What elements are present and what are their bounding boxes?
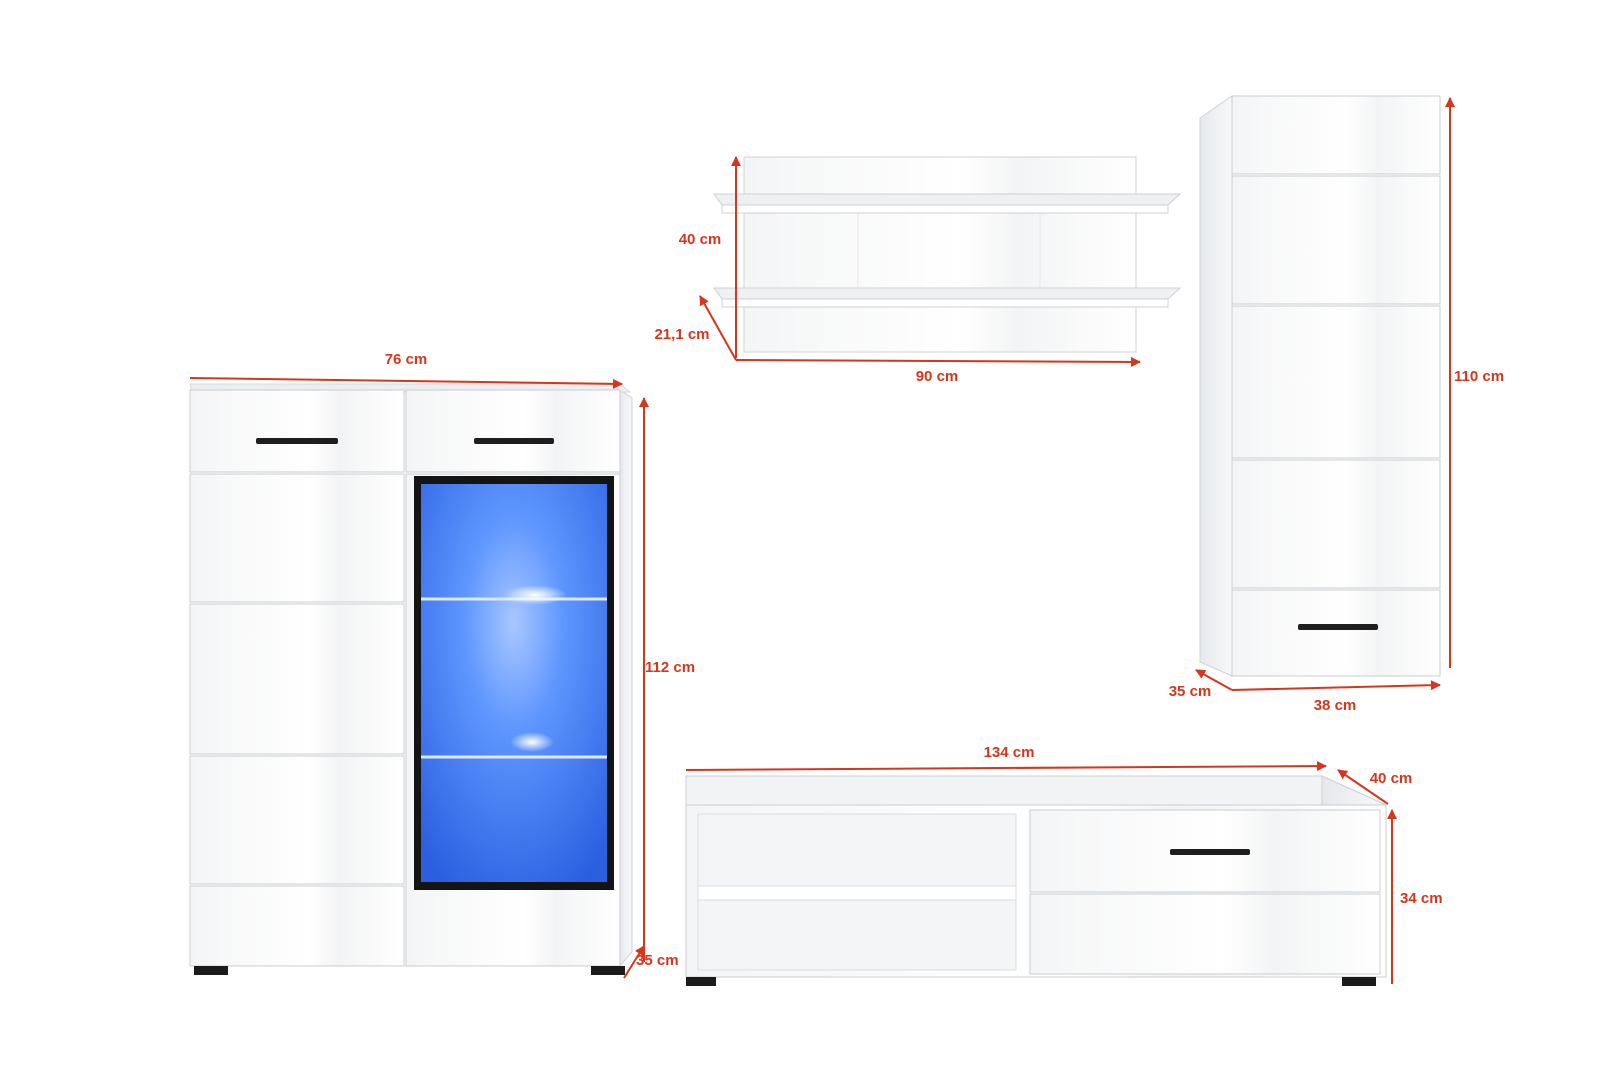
vitrine-left-door-2 xyxy=(189,603,405,755)
vitrine-cabinet xyxy=(189,383,633,975)
vitrine-height-label: 112 cm xyxy=(645,659,695,676)
tall-cabinet-width-label: 38 cm xyxy=(1314,697,1357,714)
wall-shelf-back-panel xyxy=(743,156,1137,353)
vitrine-glass-door-light xyxy=(421,484,607,882)
tv-stand-open-compartment-bottom xyxy=(697,899,1017,971)
tv-stand-top-surface xyxy=(685,775,1387,806)
wall-shelf-board-top xyxy=(713,193,1182,206)
vitrine-right-handle xyxy=(474,438,554,444)
vitrine-left-drawer xyxy=(189,389,405,473)
tall-cabinet-height-label: 110 cm xyxy=(1454,368,1504,385)
vitrine-side-panel xyxy=(619,389,633,968)
tv-stand-middle-shelf xyxy=(697,885,1017,901)
tall-cabinet-drawer xyxy=(1231,589,1441,677)
vitrine-left-plinth xyxy=(189,885,405,967)
vitrine-depth-arrow xyxy=(623,945,645,979)
vitrine-led-top xyxy=(503,585,567,605)
wall-shelf-depth-label: 21,1 cm xyxy=(654,326,709,343)
tv-stand-foot-left xyxy=(686,977,716,986)
tall-cabinet-width-arrow xyxy=(1231,680,1441,691)
tv-stand-height-label: 34 cm xyxy=(1400,890,1443,907)
wall-shelf-width-label: 90 cm xyxy=(916,368,959,385)
tall-cabinet-depth-arrow xyxy=(1195,669,1233,691)
wall-shelf-depth-arrow xyxy=(699,295,737,361)
tall-cabinet-top-panel xyxy=(1231,95,1441,175)
dimension-labels: 76 cm 112 cm 35 cm 40 cm 21,1 cm 90 cm 1… xyxy=(385,231,1504,969)
vitrine-right-drawer xyxy=(405,389,621,473)
vitrine-foot-left xyxy=(194,966,228,975)
tv-stand-open-compartment-top xyxy=(697,813,1017,887)
tv-stand-width-label: 134 cm xyxy=(984,744,1035,761)
tall-cabinet-side-panel xyxy=(1199,95,1233,677)
tv-stand-drawer-bottom xyxy=(1029,893,1381,975)
wall-shelf-board-bottom-front xyxy=(721,298,1169,308)
tall-cabinet-door-2 xyxy=(1231,305,1441,459)
tv-stand-depth-label: 40 cm xyxy=(1370,770,1413,787)
vitrine-depth-label: 35 cm xyxy=(636,952,679,969)
vitrine-left-handle xyxy=(256,438,338,444)
tv-stand-depth-arrow xyxy=(1337,769,1389,805)
tall-cabinet-depth-label: 35 cm xyxy=(1169,683,1212,700)
tv-stand-width-arrow xyxy=(685,761,1327,772)
vitrine-width-label: 76 cm xyxy=(385,351,428,368)
tall-cabinet xyxy=(1199,95,1441,677)
tv-stand-foot-right xyxy=(1342,977,1376,986)
vitrine-width-arrow xyxy=(189,377,623,389)
wall-shelf-height-label: 40 cm xyxy=(679,231,722,248)
tv-stand xyxy=(685,775,1387,986)
dimension-lines xyxy=(189,97,1455,984)
wall-shelf xyxy=(713,156,1182,353)
vitrine-left-door-3 xyxy=(189,755,405,885)
tall-cabinet-door-1 xyxy=(1231,175,1441,305)
vitrine-led-bottom xyxy=(510,732,554,752)
wall-shelf-board-top-front xyxy=(721,204,1169,214)
tall-cabinet-handle xyxy=(1298,624,1378,630)
tall-cabinet-door-3 xyxy=(1231,459,1441,589)
tv-stand-handle xyxy=(1170,849,1250,855)
wall-shelf-width-arrow xyxy=(735,356,1141,367)
vitrine-foot-right xyxy=(591,966,625,975)
wall-shelf-board-bottom xyxy=(713,287,1182,300)
vitrine-left-door-1 xyxy=(189,473,405,603)
